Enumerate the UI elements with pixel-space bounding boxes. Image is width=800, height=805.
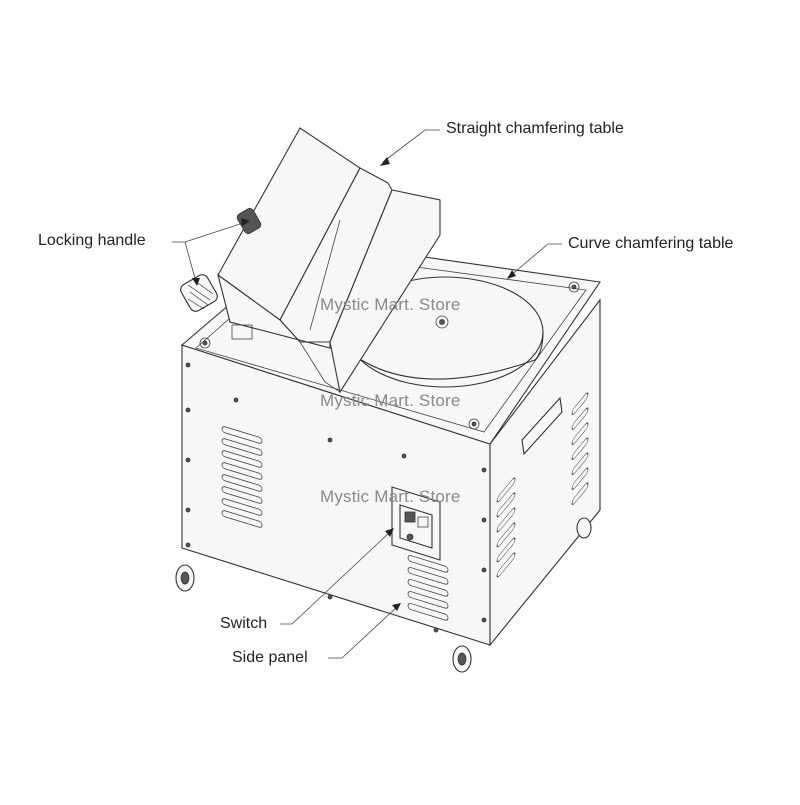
- label-locking-handle: Locking handle: [38, 232, 146, 249]
- locking-handles: [180, 208, 262, 312]
- straight-chamfering-table: [217, 127, 441, 394]
- label-straight-chamfering-table: Straight chamfering table: [446, 120, 624, 137]
- label-curve-chamfering-table: Curve chamfering table: [568, 235, 734, 252]
- label-switch: Switch: [220, 615, 268, 632]
- watermark-3: Mystic Mart. Store: [320, 487, 461, 506]
- front-vents-left: [221, 426, 263, 528]
- front-vents-right: [407, 555, 449, 621]
- screws: [185, 281, 580, 633]
- label-side-panel: Side panel: [232, 649, 308, 666]
- casters: [175, 517, 592, 673]
- watermark-2: Mystic Mart. Store: [320, 391, 461, 410]
- side-handle: [521, 396, 563, 456]
- leader-lines: [172, 129, 562, 659]
- side-panel: [489, 298, 601, 647]
- watermark-1: Mystic Mart. Store: [320, 295, 461, 314]
- side-vents: [496, 392, 589, 578]
- switch-box: [391, 486, 441, 561]
